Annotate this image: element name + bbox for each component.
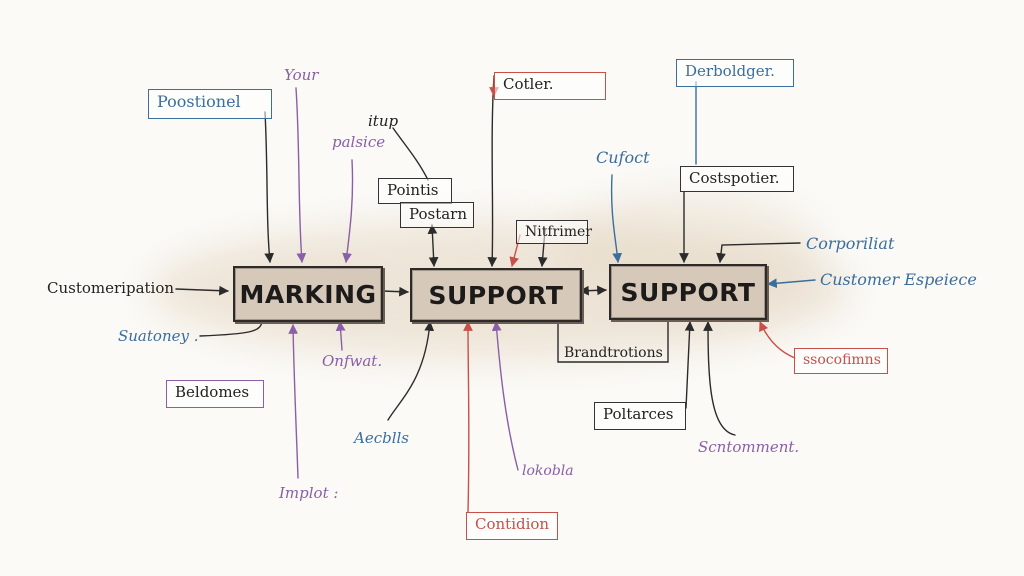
label-corporiliat: Corporiliat	[806, 234, 895, 253]
label-brandtrotions[interactable]: Brandtrotions	[564, 345, 663, 361]
arrow-support-support-bidirectional	[579, 285, 607, 296]
label-implot: Implot :	[279, 484, 339, 502]
arrow-customeripation-to-marking	[175, 285, 229, 296]
arrow-cotler-to-support	[487, 75, 498, 267]
label-palsice: palsice	[332, 133, 386, 151]
label-beldomes[interactable]: Beldomes	[166, 380, 264, 408]
arrow-points-support-bidirectional	[427, 224, 439, 267]
label-onfwat: Onfwat.	[322, 352, 383, 370]
arrow-contidion-to-support	[463, 321, 473, 513]
label-cufoct: Cufoct	[596, 148, 650, 167]
label-lokobla: lokobla	[522, 463, 574, 479]
arrow-corporiliat-to-support	[716, 242, 801, 263]
arrow-palsice-to-marking	[342, 159, 354, 263]
node-support-center[interactable]: SUPPORT	[410, 268, 582, 322]
label-suatoney: Suatoney .	[118, 327, 199, 345]
arrow-ssocofimns-to-support	[759, 321, 796, 359]
label-postarn[interactable]: Postarn	[400, 202, 474, 228]
arrow-your-to-marking	[295, 87, 307, 263]
label-poltarces[interactable]: Poltarces	[594, 402, 686, 430]
arrow-scontomment-to-support	[703, 321, 736, 436]
label-customer-experience: Customer Espeiece	[820, 270, 977, 289]
label-cotler[interactable]: Cotler.	[494, 72, 606, 100]
arrow-positionel-to-marking	[264, 111, 275, 263]
arrow-poltarces-to-support	[684, 321, 695, 409]
label-customeripation: Customeripation	[47, 279, 175, 297]
label-your: Your	[284, 66, 319, 84]
arrow-customer-experience-to-support	[767, 278, 816, 289]
node-support-right[interactable]: SUPPORT	[609, 264, 767, 320]
node-marking[interactable]: MARKING	[233, 266, 383, 322]
arrow-onfwat-to-marking	[335, 321, 346, 351]
arrow-marking-to-support	[381, 286, 409, 297]
label-points[interactable]: Pointis	[378, 178, 452, 204]
line-support-to-brandtrotions	[557, 317, 669, 363]
arrow-cufoct-to-support	[610, 174, 623, 263]
label-aecblls: Aecblls	[354, 429, 410, 447]
label-nitfrimer[interactable]: Nitfrimer	[516, 220, 592, 244]
label-contidion[interactable]: Contidion	[466, 512, 558, 540]
label-scontomment: Scntomment.	[698, 438, 800, 456]
label-itup: itup	[368, 112, 399, 130]
arrow-lokobla-to-support	[491, 321, 519, 471]
arrow-aecblls-to-support	[387, 321, 435, 421]
label-derboldger[interactable]: Derboldger.	[676, 59, 794, 87]
line-marking-to-suatoney	[199, 319, 263, 337]
label-positionel[interactable]: Poostionel	[148, 89, 272, 119]
label-costspotier[interactable]: Costspotier.	[680, 166, 794, 192]
arrow-implot-to-marking	[288, 324, 299, 479]
line-itup-to-points	[392, 127, 429, 181]
label-ssocofimns[interactable]: ssocofimns	[794, 348, 888, 374]
